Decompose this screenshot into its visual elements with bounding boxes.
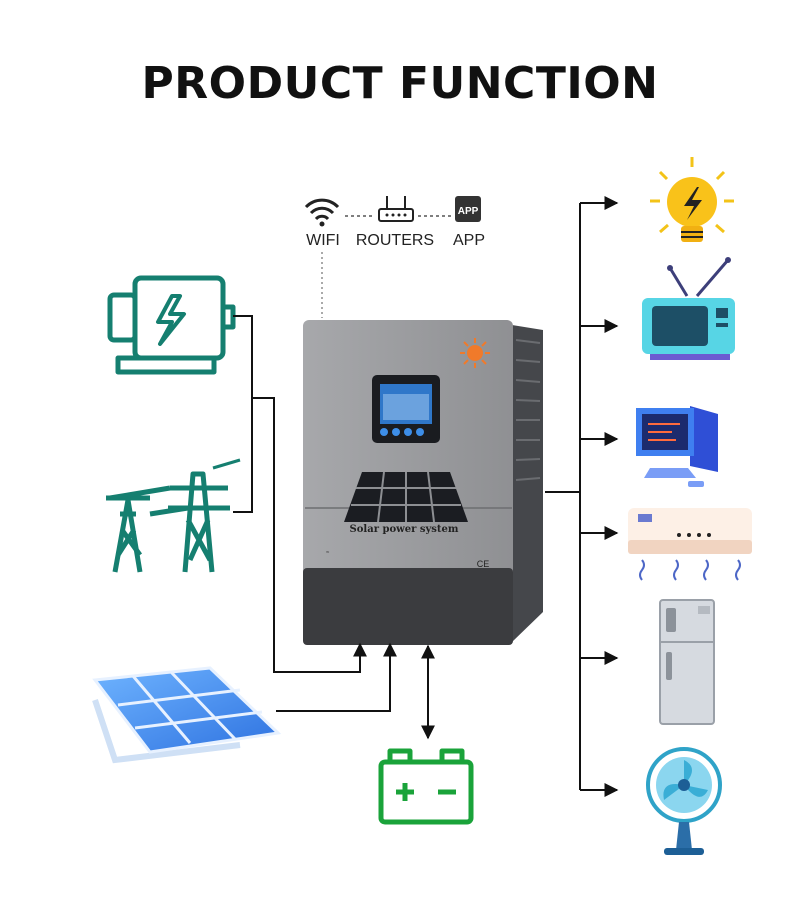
inverter-device: Solar power system CE ≈ [303,320,543,645]
sun-icon [460,338,490,368]
light-bulb-icon [650,157,734,242]
refrigerator-icon [659,599,715,725]
computer-icon [636,406,718,487]
tv-icon [642,257,735,360]
output-wiring [545,196,619,797]
fan-icon [646,747,722,855]
app-label: APP [452,232,485,249]
generator-icon [107,275,236,375]
ce-mark: CE [477,559,490,569]
input-wiring [233,315,435,740]
power-tower-icon [106,458,241,573]
inverter-model-text: Solar power system [350,524,459,535]
solar-panel-icon [92,666,282,764]
page-title: PRODUCT FUNCTION [141,58,659,109]
router-icon [378,196,414,222]
app-icon: APP [455,196,481,222]
inverter-logo: ≈ [326,550,330,556]
svg-text:APP: APP [458,206,479,217]
wifi-icon [304,198,340,227]
battery-icon [378,748,474,825]
air-conditioner-icon [628,508,752,581]
wifi-label: WIFI [306,232,340,249]
routers-label: ROUTERS [355,232,435,249]
